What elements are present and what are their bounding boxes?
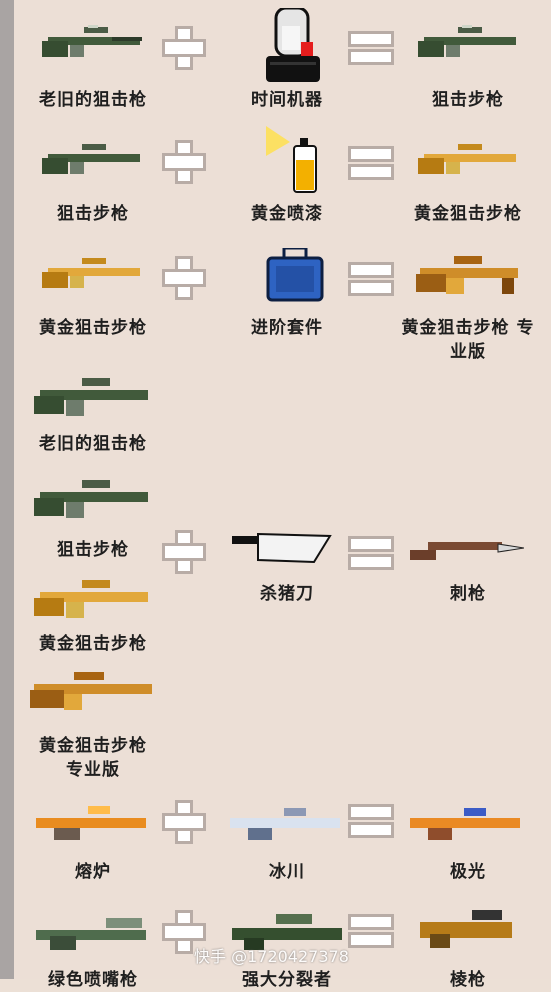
advanced-kit-icon	[266, 248, 324, 302]
recipe-2-b-label: 黄金喷漆	[251, 204, 323, 224]
equals-icon	[348, 914, 394, 950]
watermark: 快手 @1720427378	[194, 947, 349, 966]
green-nozzle-gun-icon	[36, 918, 146, 950]
old-sniper-rifle-icon	[34, 378, 148, 416]
group-label-2: 狙击步枪	[57, 540, 129, 560]
gold-sniper-rifle-pro-icon	[30, 672, 152, 710]
recipe-4-b-label: 杀猪刀	[260, 584, 314, 604]
plus-icon	[162, 910, 206, 954]
sniper-rifle-icon	[418, 25, 516, 57]
furnace-icon	[36, 806, 146, 840]
recipe-6-b-label: 强大分裂者	[242, 970, 332, 990]
recipe-5-a-label: 熔炉	[75, 862, 111, 882]
plus-icon	[162, 26, 206, 70]
time-machine-icon	[266, 8, 320, 82]
gold-sniper-rifle-icon	[42, 258, 140, 288]
equals-icon	[348, 31, 394, 67]
equals-icon	[348, 262, 394, 298]
recipe-panel	[14, 0, 551, 979]
sniper-rifle-icon	[42, 144, 140, 174]
left-strip	[0, 0, 14, 979]
group-label-4: 黄金狙击步枪 专业版	[39, 736, 147, 780]
gold-sniper-rifle-icon	[34, 580, 148, 618]
recipe-6-a-label: 绿色喷嘴枪	[48, 970, 138, 990]
aurora-icon	[410, 808, 520, 840]
equals-icon	[348, 536, 394, 572]
pig-knife-icon	[232, 532, 332, 564]
plus-icon	[162, 256, 206, 300]
recipe-5-b-label: 冰川	[269, 862, 305, 882]
recipe-2-a-label: 狙击步枪	[57, 204, 129, 224]
recipe-3-result-label: 黄金狙击步枪 专业版	[401, 318, 535, 362]
gold-spray-can-icon	[266, 126, 317, 193]
old-sniper-rifle-icon	[42, 25, 142, 57]
prism-gun-icon	[420, 910, 512, 948]
group-label-1: 老旧的狙击枪	[39, 434, 147, 454]
recipe-6-result-label: 棱枪	[450, 970, 486, 990]
recipe-5-result-label: 极光	[450, 862, 486, 882]
recipe-3-b-label: 进阶套件	[251, 318, 323, 338]
bayonet-icon	[410, 542, 524, 560]
group-label-3: 黄金狙击步枪	[39, 634, 147, 654]
recipe-1-b-label: 时间机器	[251, 90, 323, 110]
powerful-splitter-icon	[232, 914, 342, 950]
equals-icon	[348, 146, 394, 182]
equals-icon	[348, 804, 394, 840]
recipe-2-result-label: 黄金狙击步枪	[414, 204, 522, 224]
plus-icon	[162, 140, 206, 184]
gold-sniper-rifle-icon	[418, 144, 516, 174]
recipe-1-a-label: 老旧的狙击枪	[39, 90, 147, 110]
gold-sniper-rifle-pro-icon	[416, 256, 518, 294]
recipe-4-result-label: 刺枪	[450, 584, 486, 604]
recipe-1-result-label: 狙击步枪	[432, 90, 504, 110]
plus-icon	[162, 800, 206, 844]
glacier-icon	[230, 808, 340, 840]
plus-icon	[162, 530, 206, 574]
recipe-3-a-label: 黄金狙击步枪	[39, 318, 147, 338]
sniper-rifle-icon	[34, 480, 148, 518]
